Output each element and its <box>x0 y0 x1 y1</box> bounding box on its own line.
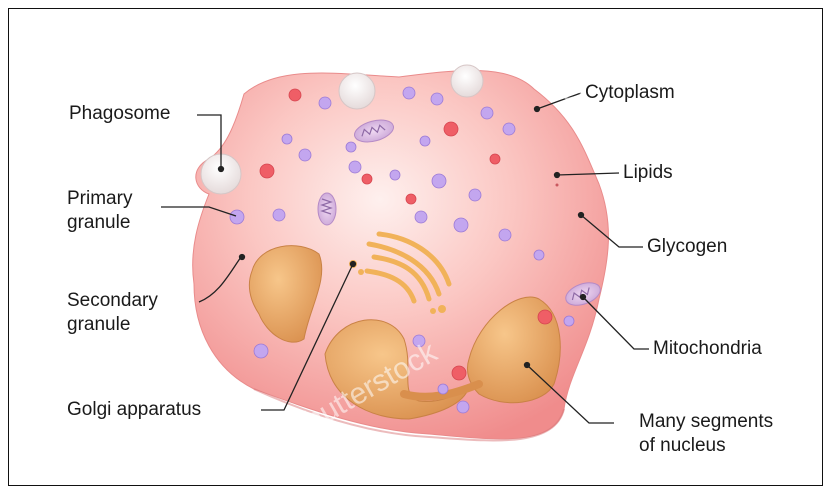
label-primary-granule-line2: granule <box>67 211 130 234</box>
label-glycogen: Glycogen <box>647 235 727 258</box>
diagram-frame: shutterstock shutterstock Phagosome Prim… <box>8 8 823 486</box>
label-secondary-granule-line1: Secondary <box>67 289 158 312</box>
label-nucleus-line2: of nucleus <box>639 434 726 457</box>
phagosome <box>339 73 375 109</box>
label-lipids: Lipids <box>623 161 673 184</box>
phagosome <box>451 65 483 97</box>
label-nucleus-line1: Many segments <box>639 410 773 433</box>
label-phagosome: Phagosome <box>69 102 170 125</box>
label-primary-granule-line1: Primary <box>67 187 132 210</box>
label-cytoplasm: Cytoplasm <box>585 81 675 104</box>
label-golgi-apparatus: Golgi apparatus <box>67 398 201 421</box>
label-mitochondria: Mitochondria <box>653 337 762 360</box>
label-secondary-granule-line2: granule <box>67 313 130 336</box>
